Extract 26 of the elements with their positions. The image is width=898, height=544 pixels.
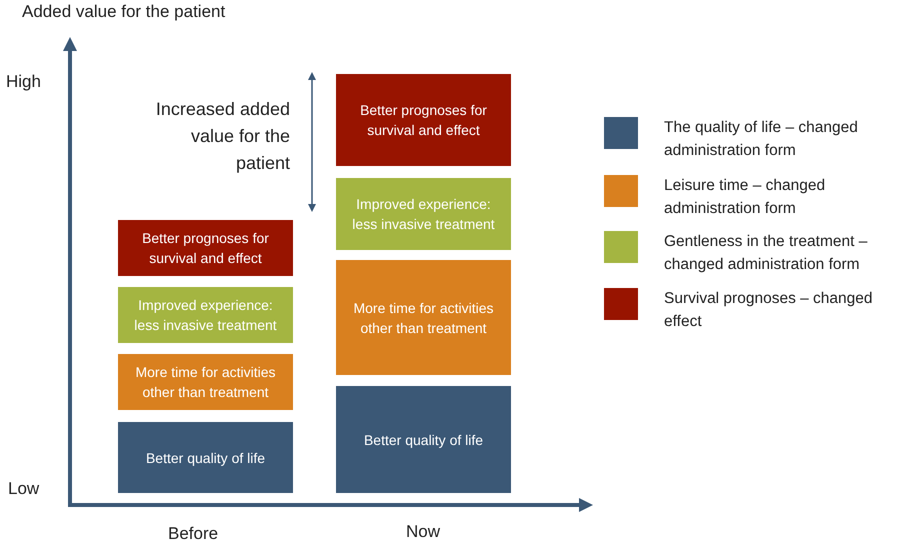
box-text: Better quality of life (364, 430, 484, 450)
category-box (118, 422, 293, 493)
category-box (118, 287, 293, 343)
box-text: Improved experience: less invasive treatment (351, 195, 496, 234)
legend-text: Survival prognoses – changed effect (664, 289, 874, 332)
category-box (118, 354, 293, 410)
category-box (336, 178, 511, 250)
category-box (336, 260, 511, 375)
axis-title: Added value for the patient (22, 2, 226, 22)
box-text: More time for activities other than treatment (352, 298, 495, 338)
axis-tick-label: Low (8, 479, 40, 499)
legend-text: The quality of life – changed administration form (664, 118, 859, 161)
box-text: Better quality of life (146, 448, 266, 468)
category-box (118, 220, 293, 276)
box-text: Better prognoses for survival and effect (359, 101, 488, 140)
annotation-text: Increased added value for the patient (154, 98, 290, 175)
box-text: More time for activities other than treatment (134, 363, 277, 402)
category-label: Before (168, 524, 220, 544)
axis-tick-label: High (6, 72, 42, 92)
category-box (336, 386, 511, 493)
box-text: Better prognoses for survival and effect (141, 229, 270, 268)
box-text: Improved experience: less invasive treatment (133, 296, 278, 335)
category-label: Now (406, 522, 442, 542)
legend-text: Gentleness in the treatment – changed administration form (664, 232, 868, 275)
legend-text: Leisure time – changed administration form (664, 176, 826, 219)
category-box (336, 74, 511, 166)
